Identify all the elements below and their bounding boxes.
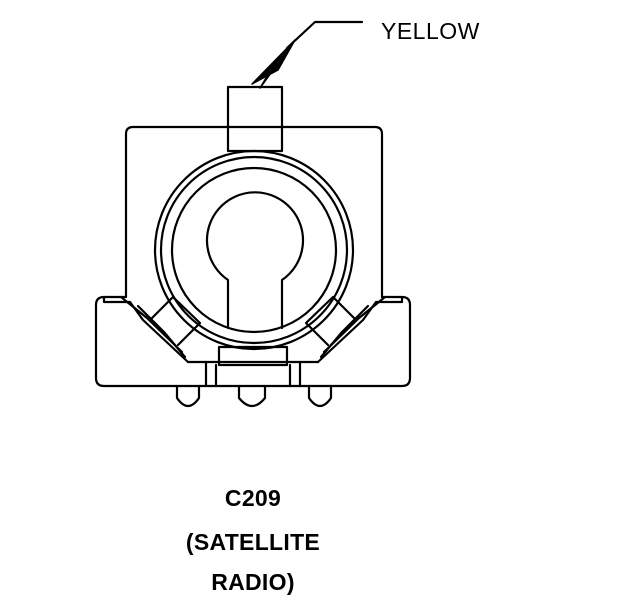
connector-socket	[153, 149, 355, 351]
connector-housing	[124, 125, 384, 299]
terminal-cavity	[205, 191, 305, 292]
connector-base-flange	[94, 295, 412, 388]
connector-terminal-pins	[175, 384, 333, 408]
connector-description-line1: (SATELLITE	[185, 529, 321, 555]
connector-id-label: C209	[224, 485, 282, 511]
connector-inner-shelf	[102, 295, 404, 364]
connector-description-line2: RADIO)	[211, 569, 295, 595]
connector-key-block	[204, 345, 302, 388]
connector-corner-wedges	[150, 295, 356, 347]
connector-lock-tab	[226, 85, 284, 153]
wire-color-label: YELLOW	[381, 18, 480, 44]
callout-leader	[251, 20, 364, 89]
